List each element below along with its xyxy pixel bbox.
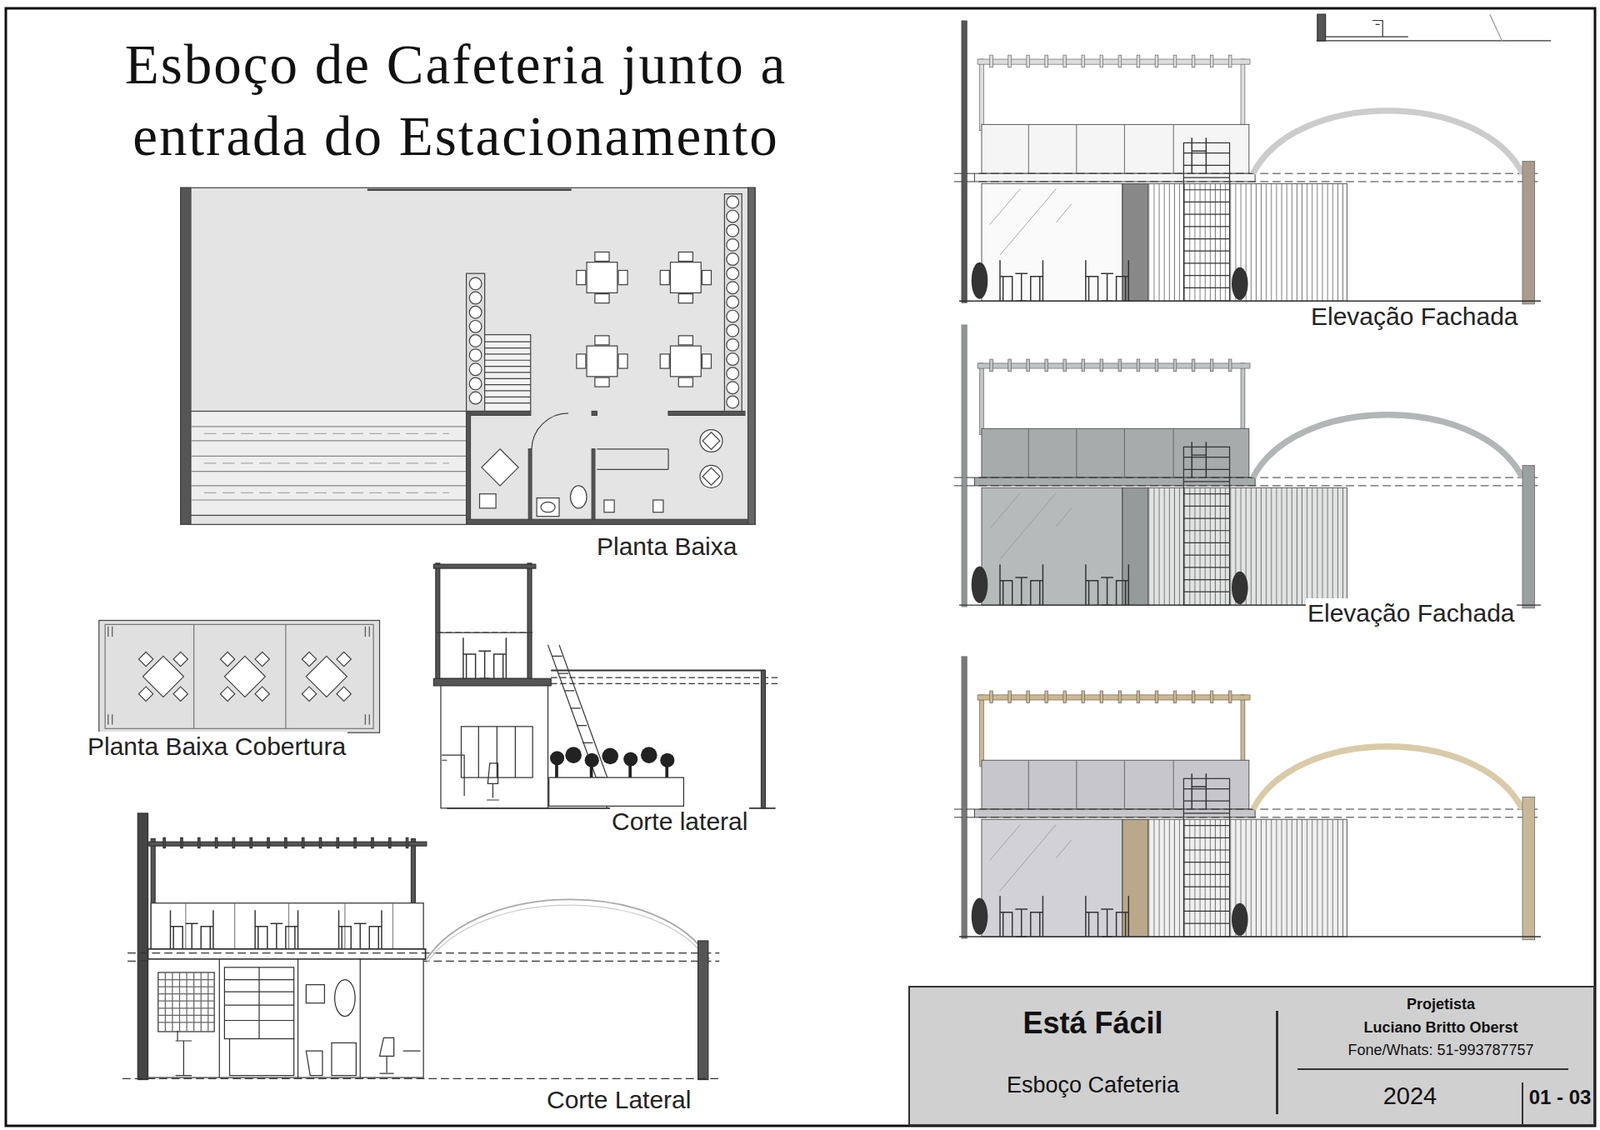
roof-plan: [99, 620, 380, 733]
side-section-small: [433, 563, 780, 809]
cropped-detail: [1316, 14, 1552, 41]
facade-elevation: [954, 20, 1541, 304]
side-section-large: [122, 813, 720, 1080]
title-block-text: Esboço Cafeteria: [910, 1071, 1276, 1099]
divider-line: [1275, 1010, 1279, 1115]
view-label: Elevação Fachada: [1309, 301, 1520, 332]
title-block-text: Está Fácil: [910, 1005, 1276, 1041]
title-block-text: 01 - 03: [1525, 1085, 1595, 1110]
divider-line: [1297, 1068, 1569, 1070]
title-block-text: 2024: [1285, 1081, 1535, 1111]
title-block-text: Luciano Britto Oberst: [1285, 1018, 1597, 1037]
view-label: Corte lateral: [610, 806, 750, 837]
facade-elevation: [954, 324, 1541, 608]
sheet-border: [5, 8, 1595, 1126]
view-label: Elevação Fachada: [1305, 598, 1517, 629]
view-label: Planta Baixa Cobertura: [85, 731, 348, 762]
title-block-text: Projetista: [1285, 995, 1597, 1014]
view-label: Corte Lateral: [545, 1085, 693, 1115]
divider-line: [1521, 1082, 1524, 1125]
view-label: Planta Baixa: [595, 531, 739, 562]
sheet-title: Esboço de Cafeteria junto a entrada do E…: [55, 28, 856, 172]
facade-elevation: [954, 655, 1541, 940]
floor-plan: [180, 187, 755, 525]
title-block-text: Fone/Whats: 51-993787757: [1285, 1040, 1597, 1060]
title-block: Está FácilEsboço Cafeteria ProjetistaLuci…: [908, 985, 1595, 1126]
